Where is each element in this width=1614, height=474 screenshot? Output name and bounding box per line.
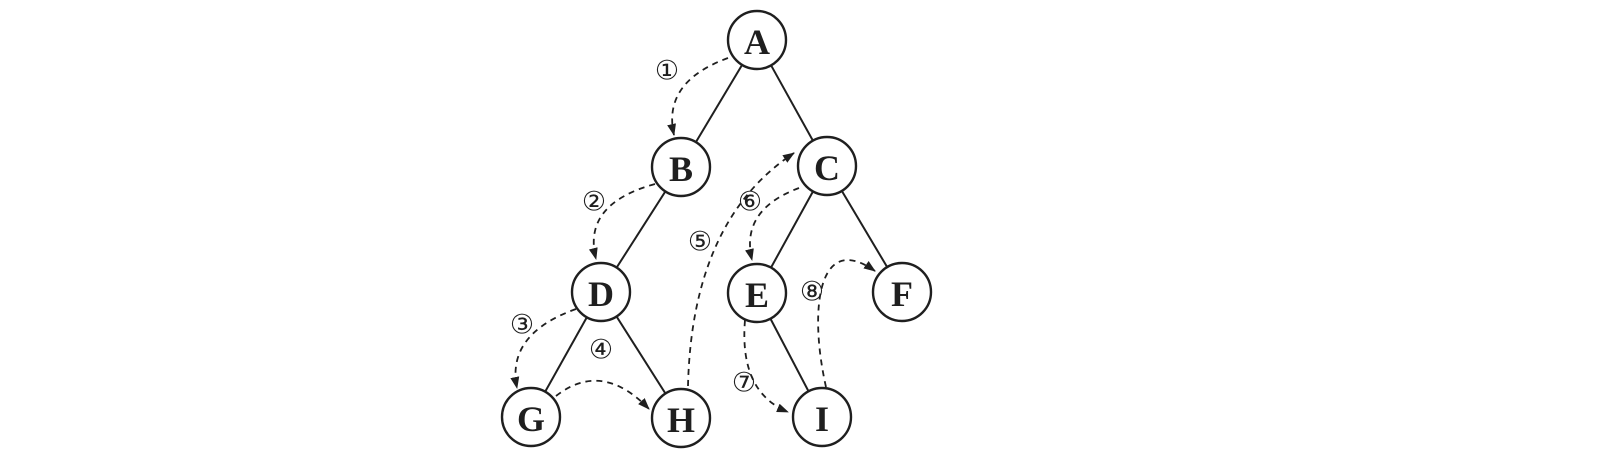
step-number-3: ③ xyxy=(510,310,534,341)
tree-node-G: G xyxy=(500,386,562,448)
node-circle-B xyxy=(650,136,712,198)
node-label-G: G xyxy=(517,399,545,439)
tree-node-C: C xyxy=(796,135,858,197)
node-circle-A xyxy=(726,9,788,71)
traversal-arrow-step-5-H-to-C xyxy=(687,152,795,387)
traversal-arrow-step-7-E-to-I xyxy=(743,319,789,413)
tree-node-B: B xyxy=(650,136,712,198)
tree-node-D: D xyxy=(570,261,632,323)
node-circle-G xyxy=(500,386,562,448)
tree-node-E: E xyxy=(726,262,788,324)
node-circle-F xyxy=(871,261,933,323)
node-label-C: C xyxy=(814,148,840,188)
traversal-arrow-step-8-I-to-F xyxy=(817,259,876,388)
node-circle-C xyxy=(796,135,858,197)
step-number-8: ⑧ xyxy=(800,277,824,308)
tree-node-H: H xyxy=(650,387,712,449)
traversal-arrow-step-1-A-to-B xyxy=(667,57,729,136)
traversal-arrow-step-3-D-to-G xyxy=(510,308,577,389)
step-number-6: ⑥ xyxy=(738,187,762,218)
node-label-D: D xyxy=(588,274,614,314)
node-label-E: E xyxy=(745,275,769,315)
node-circle-I xyxy=(791,386,853,448)
traversal-arrow-step-4-G-to-H xyxy=(555,379,650,410)
node-label-B: B xyxy=(669,149,693,189)
node-circle-E xyxy=(726,262,788,324)
traversal-arrow-step-2-B-to-D xyxy=(588,183,656,260)
step-number-4: ④ xyxy=(589,335,613,366)
step-number-7: ⑦ xyxy=(732,368,756,399)
step-number-1: ① xyxy=(655,56,679,87)
node-label-H: H xyxy=(667,400,695,440)
node-label-F: F xyxy=(891,274,913,314)
tree-node-A: A xyxy=(726,9,788,71)
node-circle-D xyxy=(570,261,632,323)
step-number-2: ② xyxy=(582,187,606,218)
tree-node-F: F xyxy=(871,261,933,323)
traversal-arrow-step-6-C-to-E xyxy=(745,187,800,261)
node-label-A: A xyxy=(744,22,770,62)
tree-node-I: I xyxy=(791,386,853,448)
node-circle-H xyxy=(650,387,712,449)
node-label-I: I xyxy=(815,399,829,439)
step-number-5: ⑤ xyxy=(688,227,712,258)
